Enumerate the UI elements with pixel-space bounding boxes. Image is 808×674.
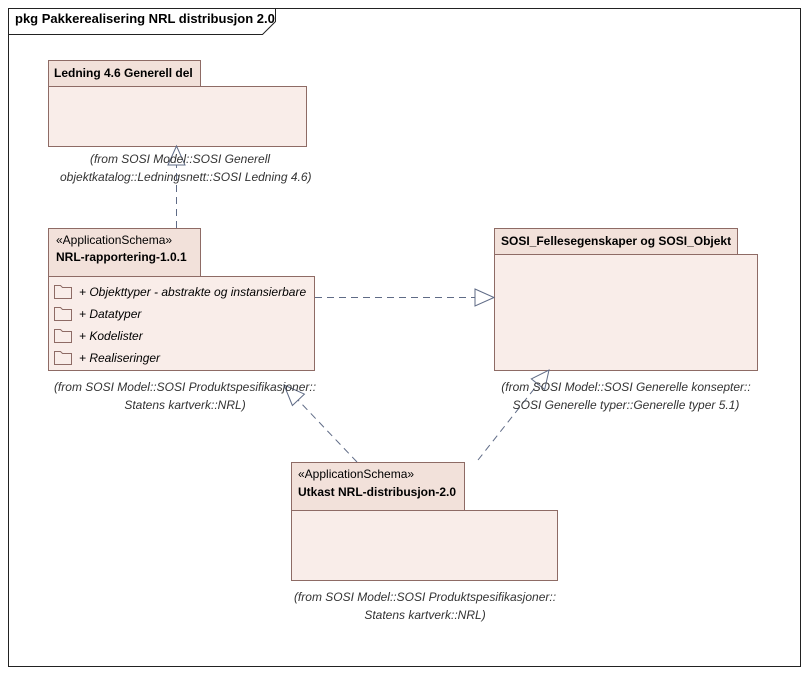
from-line: objektkatalog::Ledningsnett::SOSI Lednin… bbox=[60, 170, 312, 184]
from-line: (from SOSI Model::SOSI Generelle konsept… bbox=[501, 380, 751, 394]
realization-utkast-to-sosi[interactable] bbox=[477, 369, 550, 461]
realization-nrl-to-ledning[interactable] bbox=[167, 144, 186, 228]
package-body bbox=[291, 510, 558, 581]
from-line: (from SOSI Model::SOSI Produktspesifikas… bbox=[53, 380, 317, 394]
from-line: Statens kartverk::NRL) bbox=[124, 398, 246, 412]
member-objekttyper[interactable]: + Objekttyper - abstrakte og instansierb… bbox=[79, 285, 307, 299]
package-name-ledning: Ledning 4.6 Generell del bbox=[54, 66, 193, 80]
stereotype-utkast: «ApplicationSchema» bbox=[298, 467, 415, 481]
package-tab bbox=[48, 228, 201, 277]
package-tab bbox=[291, 462, 465, 511]
stereotype-nrl: «ApplicationSchema» bbox=[56, 233, 173, 247]
package-tab bbox=[494, 228, 738, 255]
from-note-sosi-felles: (from SOSI Model::SOSI Generelle konsept… bbox=[490, 378, 762, 414]
from-note-utkast: (from SOSI Model::SOSI Produktspesifikas… bbox=[280, 588, 570, 624]
from-line: Statens kartverk::NRL) bbox=[364, 608, 486, 622]
folder-icon bbox=[54, 329, 72, 343]
frame-title-tab bbox=[8, 8, 276, 35]
folder-icon bbox=[54, 351, 72, 365]
package-nrl-rapportering[interactable] bbox=[48, 228, 315, 371]
package-ledning[interactable] bbox=[48, 60, 307, 147]
package-body bbox=[48, 86, 307, 147]
member-kodelister[interactable]: + Kodelister bbox=[79, 329, 143, 343]
member-realiseringer[interactable]: + Realiseringer bbox=[79, 351, 161, 365]
realization-nrl-to-sosi[interactable] bbox=[315, 288, 496, 307]
package-name-sosi-felles: SOSI_Fellesegenskaper og SOSI_Objekt bbox=[501, 234, 732, 248]
package-utkast[interactable] bbox=[291, 462, 558, 581]
from-line: (from SOSI Model::SOSI Generell bbox=[89, 152, 271, 166]
from-note-nrl: (from SOSI Model::SOSI Produktspesifikas… bbox=[40, 378, 330, 414]
frame-title: pkg Pakkerealisering NRL distribusjon 2.… bbox=[15, 11, 275, 26]
package-body bbox=[494, 254, 758, 371]
package-name-utkast: Utkast NRL-distribusjon-2.0 bbox=[298, 485, 457, 499]
from-line: SOSI Generelle typer::Generelle typer 5.… bbox=[512, 398, 740, 412]
package-sosi-felles[interactable] bbox=[494, 228, 758, 371]
from-note-ledning: (from SOSI Model::SOSI Generell objektka… bbox=[60, 150, 312, 186]
member-datatyper[interactable]: + Datatyper bbox=[79, 307, 142, 321]
folder-icon bbox=[54, 285, 72, 299]
from-line: (from SOSI Model::SOSI Produktspesifikas… bbox=[293, 590, 557, 604]
package-name-nrl: NRL-rapportering-1.0.1 bbox=[56, 250, 187, 264]
package-tab bbox=[48, 60, 201, 87]
folder-icon bbox=[54, 307, 72, 321]
realization-utkast-to-nrl[interactable] bbox=[283, 384, 358, 463]
package-body bbox=[48, 276, 315, 371]
